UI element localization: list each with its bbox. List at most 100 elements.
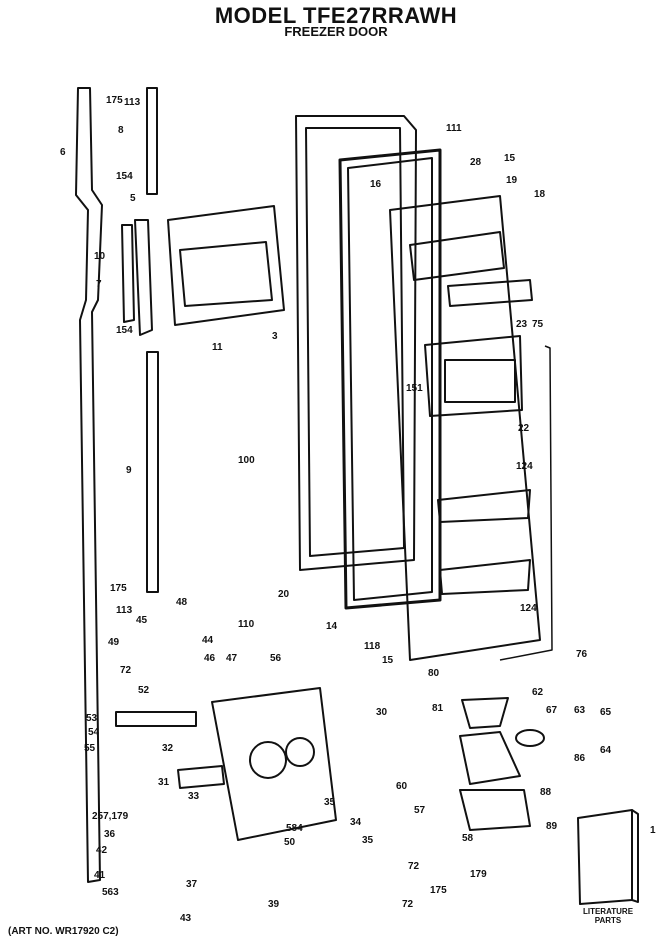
part-label: 23 xyxy=(516,319,528,330)
part-label: 22 xyxy=(518,423,530,434)
literature-booklet-spine xyxy=(631,809,639,903)
part-label: 52 xyxy=(138,685,150,696)
part-label: 62 xyxy=(532,687,544,698)
part-label: 19 xyxy=(506,175,518,186)
part-label: 100 xyxy=(238,455,255,466)
part-label: 5 xyxy=(130,193,136,204)
dispenser-panel xyxy=(167,205,285,326)
part-label: 58 xyxy=(462,833,474,844)
outer-door-frame xyxy=(295,115,417,571)
part-label: 32 xyxy=(162,743,174,754)
hinge-bracket-inner xyxy=(121,224,135,323)
part-label: 16 xyxy=(370,179,382,190)
part-label: 72 xyxy=(408,861,420,872)
part-label: 28 xyxy=(470,157,482,168)
part-label: 43 xyxy=(180,913,192,924)
drip-tray xyxy=(177,765,225,789)
part-label: 118 xyxy=(364,641,381,652)
part-label: 86 xyxy=(574,753,586,764)
part-label: 54 xyxy=(88,727,100,738)
part-label: 18 xyxy=(534,189,546,200)
literature-line-1: LITERATURE xyxy=(582,907,634,916)
part-label: 11 xyxy=(212,342,223,353)
part-label: 15 xyxy=(504,153,516,164)
part-label: 41 xyxy=(94,870,106,881)
part-label: 1 xyxy=(650,825,656,836)
part-label: 39 xyxy=(268,899,280,910)
ice-crusher-housing xyxy=(459,731,521,785)
part-label: 6 xyxy=(60,147,66,158)
part-label: 46 xyxy=(204,653,216,664)
part-label: 154 xyxy=(116,171,133,182)
part-label: 75 xyxy=(532,319,544,330)
part-label: 124 xyxy=(516,461,533,472)
part-label: 89 xyxy=(546,821,558,832)
literature-booklet xyxy=(577,809,633,905)
art-number: (ART NO. WR17920 C2) xyxy=(8,926,119,937)
part-label: 584 xyxy=(286,823,303,834)
section-title: FREEZER DOOR xyxy=(284,24,388,39)
part-label: 113 xyxy=(124,97,141,108)
part-label: 20 xyxy=(278,589,290,600)
dispenser-gear-right xyxy=(285,737,315,767)
part-label: 33 xyxy=(188,791,200,802)
ice-chute-cover xyxy=(461,697,509,729)
part-label: 49 xyxy=(108,637,120,648)
part-label: 72 xyxy=(402,899,414,910)
door-liner-gasket-inner xyxy=(347,157,433,601)
part-label: 31 xyxy=(158,777,170,788)
part-label: 110 xyxy=(238,619,255,630)
part-label: 64 xyxy=(600,745,612,756)
part-label: 67 xyxy=(546,705,558,716)
part-label: 8 xyxy=(118,125,124,136)
part-label: 175 xyxy=(110,583,127,594)
part-label: 113 xyxy=(116,605,133,616)
outer-door-frame-inner xyxy=(305,127,405,557)
shelf-bar xyxy=(447,279,533,307)
part-label: 7 xyxy=(96,279,102,290)
part-label: 30 xyxy=(376,707,388,718)
part-label: 63 xyxy=(574,705,586,716)
literature-label: LITERATURE PARTS xyxy=(578,907,638,925)
part-label: 37 xyxy=(186,879,198,890)
part-label: 34 xyxy=(350,817,362,828)
dispenser-gear-left xyxy=(249,741,287,779)
heater-wire xyxy=(499,345,553,661)
part-label: 151 xyxy=(406,383,423,394)
part-label: 72 xyxy=(120,665,132,676)
part-label: 45 xyxy=(136,615,148,626)
ice-chute-window xyxy=(444,359,516,403)
part-label: 3 xyxy=(272,331,278,342)
part-label: 257,179 xyxy=(92,811,129,822)
part-label: 10 xyxy=(94,251,106,262)
inner-liner-dispenser-recess xyxy=(424,335,523,417)
part-label: 81 xyxy=(432,703,444,714)
part-label: 15 xyxy=(382,655,394,666)
part-label: 9 xyxy=(126,465,132,476)
part-label: 88 xyxy=(540,787,552,798)
part-label: 35 xyxy=(362,835,374,846)
part-label: 563 xyxy=(102,887,119,898)
inner-door-liner xyxy=(389,195,541,661)
part-label: 175 xyxy=(106,95,123,106)
part-label: 44 xyxy=(202,635,214,646)
part-label: 42 xyxy=(96,845,108,856)
part-label: 57 xyxy=(414,805,426,816)
inner-liner-shelf-1 xyxy=(409,231,505,281)
door-liner-gasket xyxy=(338,148,442,610)
dispenser-housing xyxy=(211,687,337,841)
door-gasket-strip xyxy=(75,87,103,883)
model-title: MODEL TFE27RRAWH xyxy=(214,3,458,28)
door-bin-lower xyxy=(439,559,531,595)
part-label: 65 xyxy=(600,707,612,718)
upper-trim-strip xyxy=(146,87,158,195)
part-label: 60 xyxy=(396,781,408,792)
part-label: 76 xyxy=(576,649,588,660)
part-label: 48 xyxy=(176,597,188,608)
part-label: 50 xyxy=(284,837,296,848)
lower-trim-strip xyxy=(146,351,159,593)
part-label: 36 xyxy=(104,829,116,840)
literature-line-2: PARTS xyxy=(594,916,622,925)
part-label: 179 xyxy=(470,869,487,880)
